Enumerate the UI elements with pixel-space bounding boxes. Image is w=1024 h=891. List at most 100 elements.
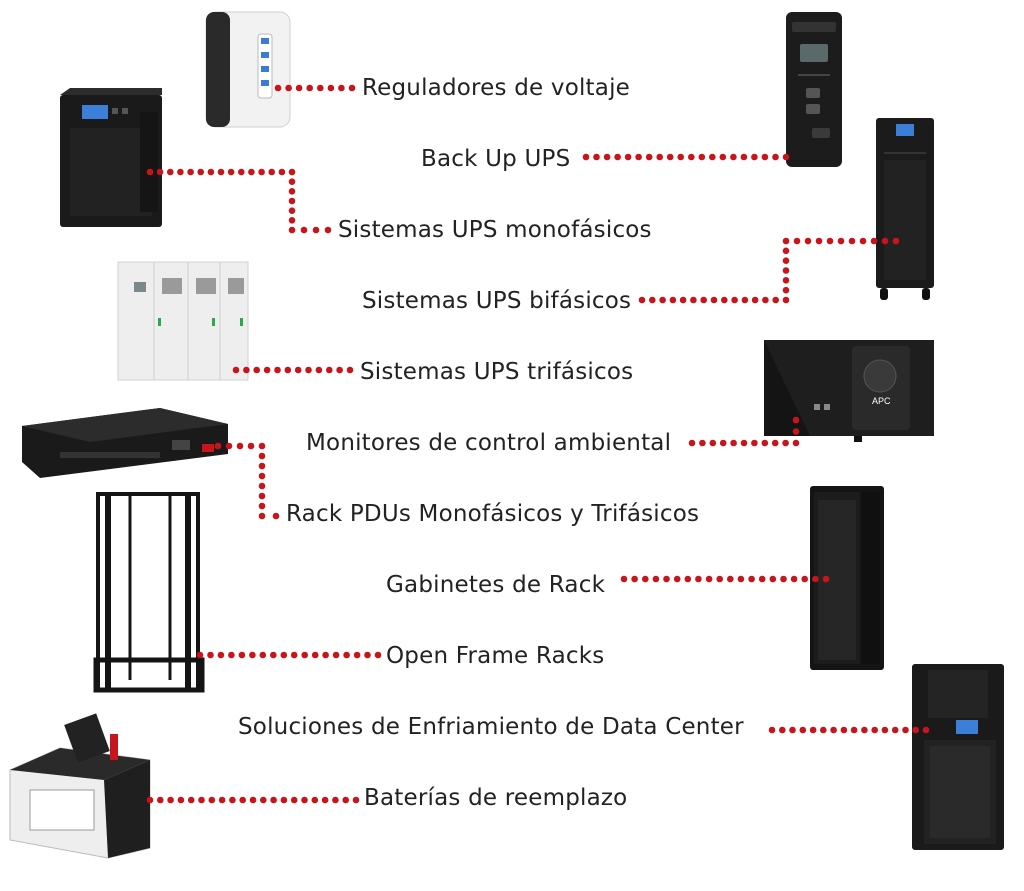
connector-dot bbox=[822, 575, 830, 583]
connector-dot bbox=[762, 296, 769, 304]
connector-dot bbox=[214, 442, 222, 450]
connector-dot bbox=[782, 153, 790, 161]
connector-dot bbox=[258, 472, 266, 480]
connector-dot bbox=[187, 168, 194, 176]
connector-dot bbox=[870, 237, 878, 245]
connector-dot bbox=[236, 442, 244, 450]
connector-dot bbox=[793, 237, 801, 245]
connector-dot bbox=[740, 439, 748, 447]
connector-dot bbox=[288, 188, 296, 195]
connector-dot bbox=[263, 366, 271, 374]
connector-dot bbox=[792, 416, 800, 424]
backup-ups-device bbox=[786, 12, 842, 167]
connector-dot bbox=[782, 277, 790, 284]
connector-dot bbox=[620, 575, 628, 583]
connector-dot bbox=[274, 366, 281, 374]
connector-dot bbox=[861, 726, 868, 734]
connector-dot bbox=[258, 502, 266, 510]
connector-dot bbox=[197, 168, 204, 176]
tall-ups-cabinet-device bbox=[876, 118, 934, 300]
connector-dot bbox=[258, 462, 266, 470]
connector-dot bbox=[278, 168, 286, 176]
connector-dot bbox=[207, 651, 214, 659]
connector-dot bbox=[614, 153, 621, 161]
connector-dot bbox=[688, 439, 696, 447]
connector-dot bbox=[146, 796, 154, 804]
label-back-up-ups: Back Up UPS bbox=[421, 146, 571, 172]
connector-dot bbox=[782, 286, 790, 294]
connector-dot bbox=[830, 726, 837, 734]
connector-dot bbox=[809, 726, 817, 734]
connector-dot bbox=[881, 237, 889, 245]
connector-dot bbox=[799, 726, 807, 734]
voltage-regulator-device bbox=[205, 11, 291, 128]
connector-dot bbox=[290, 651, 298, 659]
label-sistemas-ups-trifasicos: Sistemas UPS trifásicos bbox=[360, 359, 634, 385]
apc-logo-text: APC bbox=[872, 396, 891, 406]
connector-dot bbox=[280, 796, 288, 804]
connector-dot bbox=[270, 651, 277, 659]
connector-dot bbox=[758, 575, 766, 583]
connector-dot bbox=[300, 226, 308, 234]
connector-dot bbox=[740, 153, 748, 161]
connector-dot bbox=[258, 512, 266, 520]
rack-pdu-device bbox=[22, 408, 228, 478]
connector-dot bbox=[258, 492, 266, 500]
label-monitores-de-control-ambiental: Monitores de control ambiental bbox=[306, 430, 672, 456]
connector-dot bbox=[227, 168, 235, 176]
connector-dot bbox=[709, 439, 717, 447]
connector-dot bbox=[695, 575, 702, 583]
connector-dot bbox=[782, 247, 790, 255]
connector-dot bbox=[727, 575, 734, 583]
connector-dot bbox=[700, 296, 707, 304]
connector-gabinetes bbox=[620, 575, 830, 583]
connector-dot bbox=[881, 726, 889, 734]
connector-dot bbox=[332, 651, 340, 659]
connector-dot bbox=[272, 512, 280, 520]
connector-dot bbox=[698, 153, 706, 161]
connector-dot bbox=[666, 153, 674, 161]
connector-dot bbox=[249, 796, 257, 804]
connector-dot bbox=[751, 153, 758, 161]
connector-dot bbox=[705, 575, 713, 583]
connector-dot bbox=[311, 796, 319, 804]
connector-dot bbox=[669, 296, 677, 304]
connector-dot bbox=[343, 651, 350, 659]
connector-dot bbox=[751, 439, 758, 447]
connector-dot bbox=[645, 153, 653, 161]
connector-dot bbox=[741, 296, 749, 304]
connector-dot bbox=[288, 178, 296, 185]
connector-dot bbox=[177, 168, 184, 176]
connector-dots bbox=[146, 84, 930, 804]
connector-monitores bbox=[688, 416, 800, 447]
connector-dot bbox=[315, 366, 323, 374]
connector-dot bbox=[258, 442, 266, 450]
connector-dot bbox=[815, 237, 823, 245]
connector-dot bbox=[804, 237, 812, 245]
connector-dot bbox=[690, 296, 697, 304]
connector-dot bbox=[301, 651, 309, 659]
connector-dot bbox=[306, 84, 314, 92]
connector-dot bbox=[288, 217, 296, 224]
connector-dot bbox=[780, 575, 787, 583]
connector-dot bbox=[892, 237, 900, 245]
connector-dot bbox=[631, 575, 638, 583]
connector-dot bbox=[332, 796, 339, 804]
connector-dot bbox=[364, 651, 371, 659]
connector-dot bbox=[260, 796, 267, 804]
connector-dot bbox=[603, 153, 611, 161]
connector-dot bbox=[198, 796, 205, 804]
connector-dot bbox=[789, 726, 796, 734]
connector-dot bbox=[649, 296, 656, 304]
connector-dot bbox=[748, 575, 755, 583]
connector-dot bbox=[258, 482, 266, 490]
connector-open-frame bbox=[196, 651, 382, 659]
connector-dot bbox=[652, 575, 660, 583]
connector-dot bbox=[342, 796, 350, 804]
connector-dot bbox=[859, 237, 867, 245]
label-gabinetes-de-rack: Gabinetes de Rack bbox=[386, 572, 606, 598]
connector-dot bbox=[782, 439, 789, 447]
connector-dot bbox=[730, 439, 737, 447]
connector-dot bbox=[229, 796, 236, 804]
